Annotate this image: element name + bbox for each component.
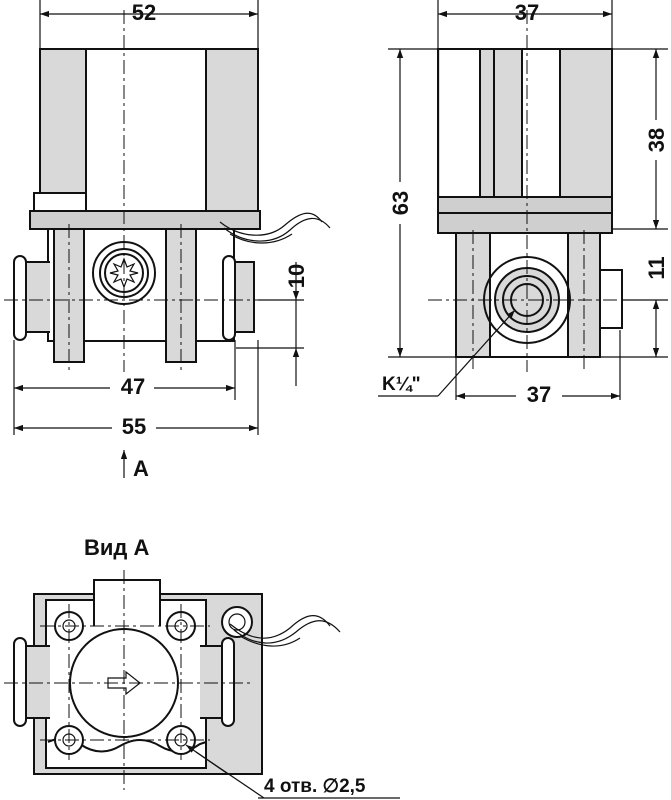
- dim-label-63: 63: [388, 191, 413, 215]
- dim-label-11: 11: [644, 256, 669, 279]
- holes-label: 4 отв. ∅2,5: [264, 776, 366, 797]
- bottom-wire: [229, 615, 331, 639]
- dim-label-38: 38: [644, 128, 669, 152]
- dim-label-47: 47: [121, 374, 145, 399]
- dim-label-10: 10: [284, 264, 309, 288]
- view-arrow-label: A: [133, 456, 149, 481]
- dim-label-37-bottom: 37: [527, 382, 551, 407]
- dim-label-55: 55: [122, 414, 146, 439]
- front-wire: [219, 212, 323, 236]
- flow-arrow-icon: [107, 670, 141, 696]
- dim-label-37-top: 37: [515, 0, 539, 25]
- front-view: 52 47 55 10 A: [4, 0, 331, 481]
- bottom-view: Вид А: [4, 535, 400, 799]
- thread-label: K¼": [382, 374, 421, 395]
- dim-label-52: 52: [132, 0, 156, 25]
- side-view: 37 63 38 11 37 K¼": [378, 0, 669, 407]
- bottom-view-title: Вид А: [84, 535, 149, 560]
- thread-leader: [437, 309, 516, 397]
